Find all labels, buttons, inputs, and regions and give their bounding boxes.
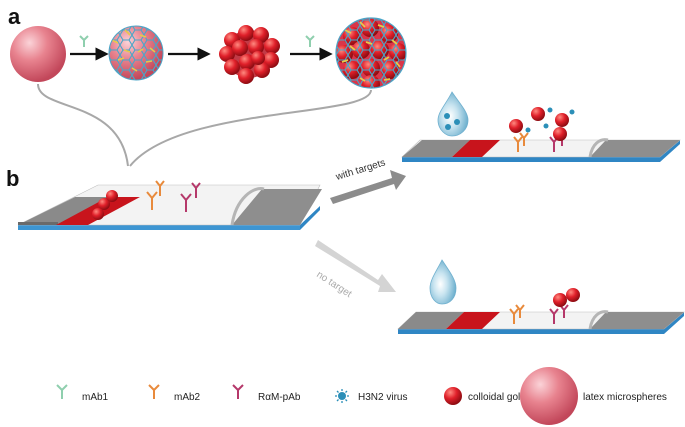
- test-strip-main: [17, 180, 322, 230]
- with-targets-arrow: [330, 170, 406, 204]
- legend-label-ram-pab: RαM-pAb: [258, 392, 301, 403]
- legend-label-gold: colloidal gold: [468, 392, 526, 403]
- legend-label-h3n2: H3N2 virus: [358, 392, 407, 403]
- colloidal-gold-icon: [444, 387, 462, 405]
- connector-line-right: [129, 89, 372, 167]
- h3n2-virus-icon: [335, 389, 349, 403]
- legend: mAb1 mAb2 RαM-pAb H3N2 virus colloidal g…: [56, 367, 667, 425]
- latex-microsphere-icon: [520, 367, 578, 425]
- test-strip-positive: [401, 91, 681, 162]
- connector-line-left: [37, 83, 129, 167]
- legend-label-mab2: mAb2: [174, 392, 201, 403]
- panel-a-label: a: [8, 4, 21, 29]
- latex-microsphere: [10, 26, 66, 82]
- no-target-label: no target: [314, 269, 353, 300]
- gold-clustered-latex: [219, 25, 280, 84]
- gold-latex-probe: [335, 17, 407, 89]
- mab1-antibody-icon-2: [305, 35, 315, 47]
- panel-b-label: b: [6, 166, 19, 191]
- mab2-antibody-icon: [148, 384, 160, 399]
- legend-label-mab1: mAb1: [82, 392, 109, 403]
- antibody-coated-latex: [108, 25, 164, 81]
- mab1-antibody-icon: [56, 384, 68, 399]
- with-targets-label: with targets: [334, 157, 387, 183]
- no-target-arrow: [315, 240, 396, 292]
- ram-pab-antibody-icon: [232, 384, 244, 399]
- mab1-antibody-icon: [79, 35, 89, 47]
- legend-label-latex: latex microspheres: [583, 392, 667, 403]
- test-strip-negative: [397, 259, 685, 334]
